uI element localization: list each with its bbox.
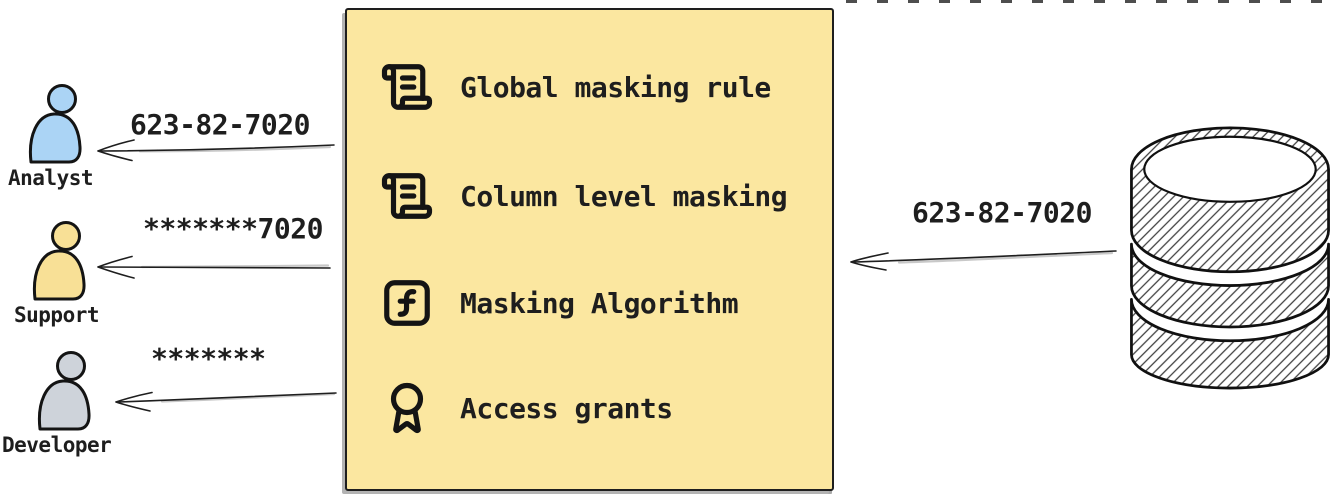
database-icon	[1130, 126, 1330, 390]
support-received-value: *******7020	[143, 212, 323, 245]
person-icon	[32, 221, 86, 301]
developer-received-value: *******	[151, 342, 266, 375]
masking-box-item-label: Global masking rule	[460, 70, 771, 104]
person-icon	[37, 351, 91, 431]
masking-box-item-column-masking: Column level masking	[380, 168, 788, 224]
arrow-to-developer-icon	[115, 391, 337, 412]
arrow-to-analyst-icon	[97, 139, 335, 162]
person-icon	[28, 84, 82, 164]
dashed-line-decoration	[846, 0, 1340, 3]
scroll-text-icon	[380, 60, 434, 114]
award-icon	[380, 381, 434, 435]
arrow-database-to-box-icon	[850, 250, 1117, 271]
analyst-received-value: 623-82-7020	[130, 108, 310, 141]
masking-box: Global masking rule Column level masking	[345, 8, 834, 491]
masking-box-item-label: Access grants	[460, 391, 673, 425]
function-square-icon	[380, 276, 434, 330]
persona-support: Support	[12, 221, 152, 327]
persona-analyst: Analyst	[6, 84, 146, 190]
scroll-text-icon	[380, 169, 434, 223]
masking-box-item-algorithm: Masking Algorithm	[380, 275, 739, 331]
masking-box-item-access-grants: Access grants	[380, 380, 673, 436]
database-outgoing-value: 623-82-7020	[912, 196, 1092, 229]
persona-label: Developer	[2, 433, 112, 457]
persona-developer: Developer	[2, 351, 142, 457]
persona-label: Support	[14, 303, 100, 327]
persona-label: Analyst	[8, 166, 94, 190]
masking-box-item-label: Masking Algorithm	[460, 286, 739, 320]
masking-box-item-global-rule: Global masking rule	[380, 59, 771, 115]
arrow-to-support-icon	[97, 255, 331, 279]
masking-box-item-label: Column level masking	[460, 179, 788, 213]
